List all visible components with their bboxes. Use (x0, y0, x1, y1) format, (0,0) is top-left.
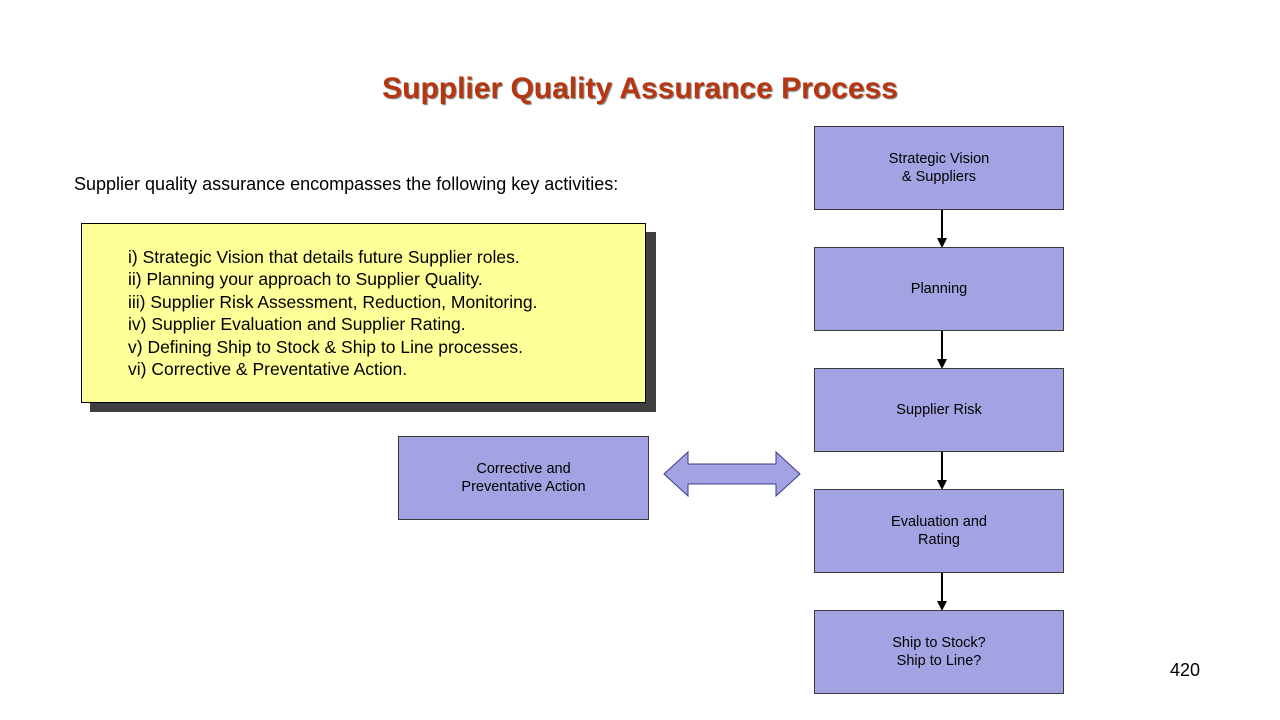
activity-item-evaluation: iv) Supplier Evaluation and Supplier Rat… (128, 314, 466, 335)
intro-text: Supplier quality assurance encompasses t… (74, 174, 619, 194)
activity-item-risk: iii) Supplier Risk Assessment, Reduction… (128, 291, 538, 312)
activity-item-strategic-vision: i) Strategic Vision that details future … (128, 247, 520, 267)
activities-note: i) Strategic Vision that details future … (81, 223, 646, 403)
side-step-corrective-action: Corrective and Preventative Action (398, 436, 649, 520)
double-arrow-icon (663, 450, 801, 498)
flow-step-ship: Ship to Stock? Ship to Line? (814, 610, 1064, 694)
activity-item-planning: ii) Planning your approach to Supplier Q… (128, 269, 483, 290)
activity-item-ship: v) Defining Ship to Stock & Ship to Line… (128, 336, 523, 357)
flow-step-planning: Planning (814, 247, 1064, 331)
flow-step-supplier-risk: Supplier Risk (814, 368, 1064, 452)
page-number: 420 (1170, 660, 1201, 680)
activity-item-corrective: vi) Corrective & Preventative Action. (128, 359, 408, 380)
flow-step-evaluation: Evaluation and Rating (814, 489, 1064, 573)
slide-title: Supplier Quality Assurance Process (382, 72, 898, 105)
activities-list: i) Strategic Vision that details future … (82, 224, 645, 380)
flow-step-strategic-vision: Strategic Vision & Suppliers (814, 126, 1064, 210)
